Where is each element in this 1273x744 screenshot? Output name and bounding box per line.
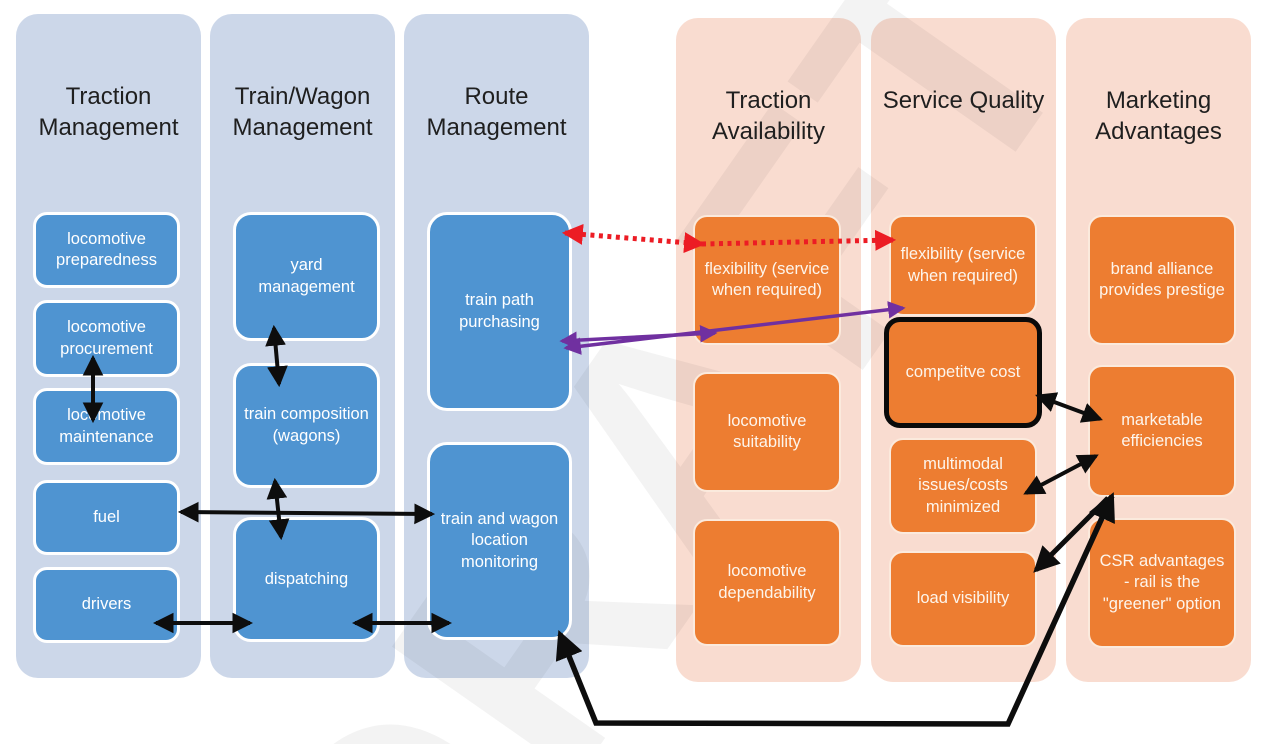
panel-title-route-management: Route Management (426, 83, 567, 141)
node-train-path-purchasing: train path purchasing (427, 212, 572, 411)
node-competitve-cost: competitve cost (884, 317, 1042, 428)
node-locomotive-preparedness: locomotive preparedness (33, 212, 180, 288)
node-fuel: fuel (33, 480, 180, 555)
node-drivers: drivers (33, 567, 180, 643)
node-multimodal-issues-costs-minimized: multimodal issues/costs minimized (889, 438, 1037, 534)
panel-title-traction-availability: Traction Availability (712, 87, 825, 145)
node-brand-alliance-provides-prestige: brand alliance provides prestige (1088, 215, 1236, 345)
panel-title-traction-management: Traction Management (38, 83, 179, 141)
node-load-visibility: load visibility (889, 551, 1037, 647)
node-flexibility-traction-availability: flexibility (service when required) (693, 215, 841, 345)
panel-title-marketing-advantages: Marketing Advantages (1095, 87, 1222, 145)
node-locomotive-maintenance: locomotive maintenance (33, 388, 180, 465)
node-marketable-efficiencies: marketable efficiencies (1088, 365, 1236, 497)
node-dispatching: dispatching (233, 517, 380, 642)
node-flexibility-service-quality: flexibility (service when required) (889, 215, 1037, 316)
node-train-and-wagon-location-monitoring: train and wagon location monitoring (427, 442, 572, 640)
node-locomotive-dependability: locomotive dependability (693, 519, 841, 646)
node-locomotive-suitability: locomotive suitability (693, 372, 841, 492)
node-train-composition-wagons: train composition (wagons) (233, 363, 380, 488)
node-csr-advantages: CSR advantages - rail is the "greener" o… (1088, 518, 1236, 648)
panel-title-train-wagon-management: Train/Wagon Management (232, 83, 373, 141)
node-yard-management: yard management (233, 212, 380, 341)
node-locomotive-procurement: locomotive procurement (33, 300, 180, 377)
panel-title-service-quality: Service Quality (882, 87, 1045, 114)
